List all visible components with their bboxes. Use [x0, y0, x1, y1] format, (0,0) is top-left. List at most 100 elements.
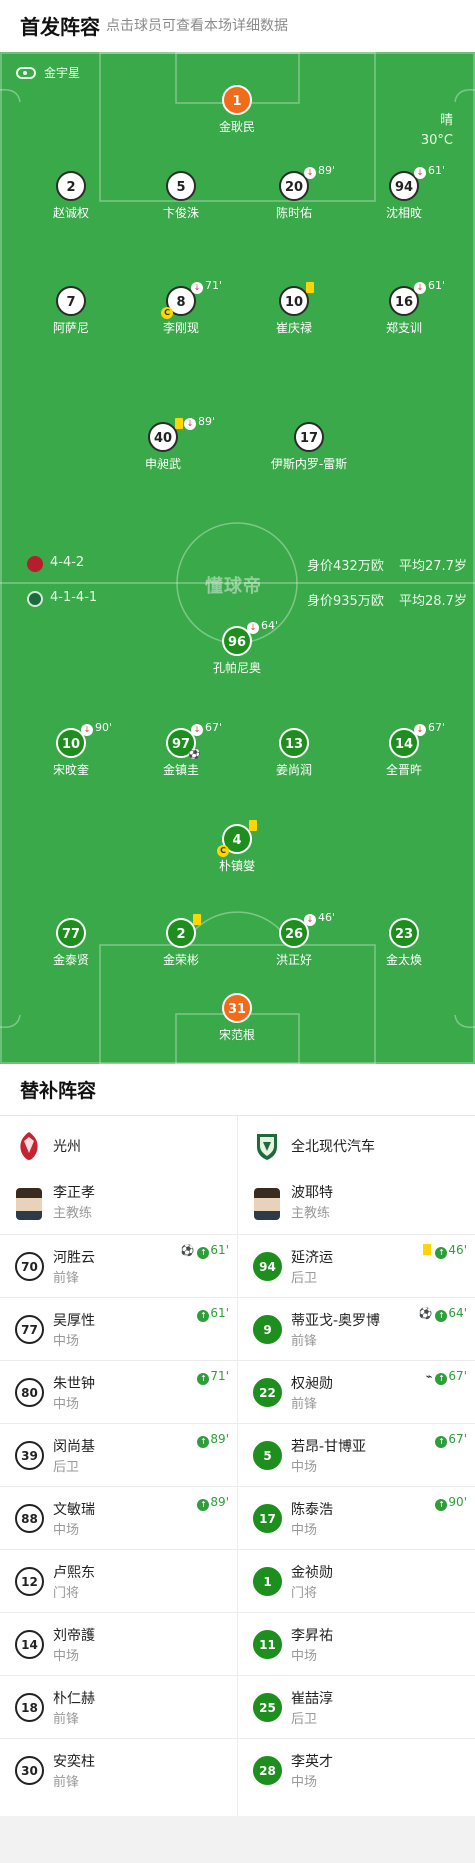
player-name: 全晋旿: [385, 763, 422, 777]
away-player[interactable]: 26↓46'洪正好: [239, 911, 349, 968]
home-coach[interactable]: 李正孝 主教练: [0, 1176, 237, 1234]
home-player[interactable]: 40↓89'申昶武: [108, 415, 218, 472]
sub-minute: 89': [210, 1495, 229, 1509]
sub-on-icon: ↑: [197, 1247, 210, 1259]
sub-minute: 46': [448, 1243, 467, 1257]
sub-event: ↑46': [423, 1243, 467, 1259]
player-name: 朱世钟: [53, 1376, 95, 1392]
player-name: 宋范根: [218, 1028, 255, 1042]
player-position: 中场: [53, 1523, 80, 1538]
away-coach[interactable]: 波耶特 主教练: [238, 1176, 475, 1234]
sub-on-icon: ↑: [197, 1373, 210, 1385]
away-player[interactable]: 96↓64'孔帕尼奥: [182, 619, 292, 676]
football-icon: ⚽: [180, 1244, 195, 1257]
yellow-card-icon: [306, 282, 314, 293]
sub-event: ⚽↑64': [419, 1306, 467, 1322]
sub-minute: 90': [95, 721, 113, 734]
player-position: 中场: [291, 1775, 318, 1790]
away-team-row[interactable]: 全北现代汽车: [238, 1116, 475, 1176]
player-number: 2: [176, 927, 186, 942]
sub-on-icon: ↑: [435, 1247, 448, 1259]
sub-minute: 89': [318, 164, 336, 177]
sub-minute: 61': [210, 1243, 229, 1257]
player-name: 郑支训: [385, 321, 422, 335]
player-name: 申昶武: [144, 457, 181, 471]
yellow-card-icon: [423, 1244, 432, 1255]
substitution-marker: ↓90': [81, 721, 112, 736]
player-name: 伊斯内罗-雷斯: [270, 457, 348, 471]
player-number: 17: [299, 431, 319, 446]
coach-role: 主教练: [53, 1206, 93, 1221]
player-number-badge: 5: [253, 1441, 282, 1470]
player-name: 李英才: [291, 1754, 333, 1770]
player-name: 宋旼奎: [52, 763, 89, 777]
yellow-card-icon: [193, 914, 201, 925]
away-formation: 4-1-4-1: [50, 590, 98, 605]
coach-name: 李正孝: [53, 1185, 95, 1201]
player-name: 安奕柱: [53, 1754, 95, 1770]
player-number: 23: [394, 927, 414, 942]
away-player[interactable]: 14↓67'全晋旿: [349, 721, 459, 778]
away-player[interactable]: 10↓90' 宋旼奎: [16, 721, 126, 778]
home-team-info: 4-4-2 身价432万欧 平均27.7岁: [0, 552, 475, 576]
sub-minute: 89': [198, 415, 216, 428]
home-player[interactable]: 20↓89'陈时佑: [239, 164, 349, 221]
sub-minute: 46': [318, 911, 336, 924]
whistle-icon: [16, 67, 36, 79]
home-player[interactable]: 94↓61'沈相旼: [349, 164, 459, 221]
player-position: 前锋: [53, 1271, 80, 1286]
player-number-badge: 12: [15, 1567, 44, 1596]
sub-off-icon: ↓: [414, 282, 426, 294]
sub-minute: 61': [428, 164, 446, 177]
away-player[interactable]: 97↓67'⚽金镇圭: [126, 721, 236, 778]
sub-event: ↑89': [197, 1495, 229, 1511]
column-divider: [237, 1116, 238, 1816]
home-player[interactable]: 16↓61'郑支训: [349, 279, 459, 336]
player-name: 洪正好: [275, 953, 312, 967]
player-number-badge: 9: [253, 1315, 282, 1344]
home-club-logo-icon: [20, 1132, 38, 1160]
home-team-row[interactable]: 光州: [0, 1116, 237, 1176]
section-hint: 点击球员可查看本场详细数据: [106, 18, 288, 34]
player-number: 16: [394, 295, 414, 310]
player-number-badge: 13: [279, 728, 309, 758]
player-number-badge: 17: [253, 1504, 282, 1533]
player-number-badge: 10↓90': [56, 721, 112, 758]
sub-off-icon: ↓: [247, 622, 259, 634]
home-team-name: 光州: [53, 1139, 81, 1155]
home-player[interactable]: 17 伊斯内罗-雷斯: [254, 422, 364, 472]
